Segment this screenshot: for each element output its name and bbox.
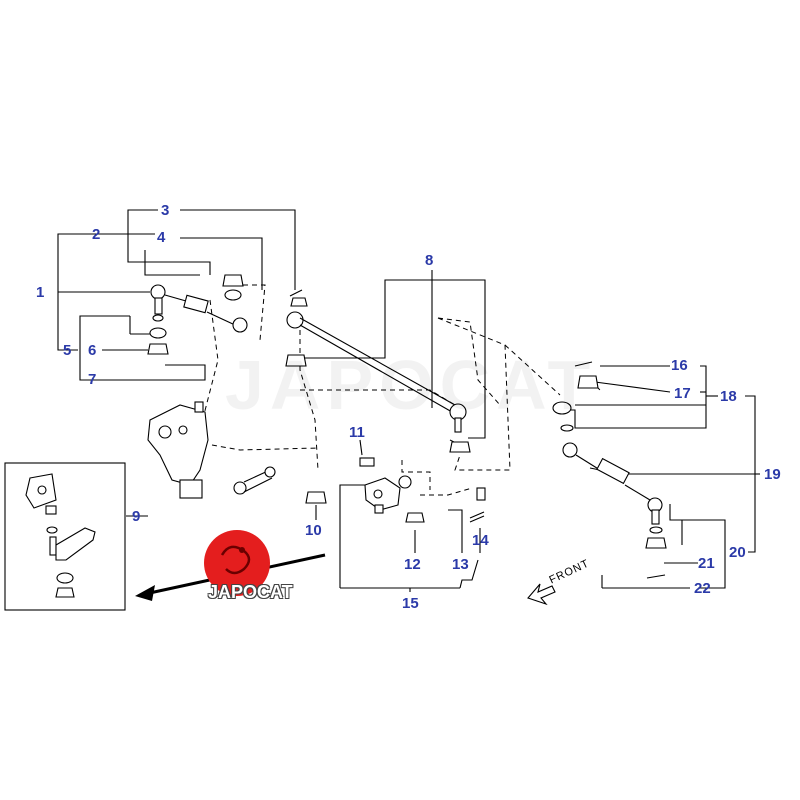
callout-5[interactable]: 5 bbox=[63, 342, 72, 359]
callout-10[interactable]: 10 bbox=[305, 522, 322, 539]
callout-3[interactable]: 3 bbox=[161, 202, 170, 219]
idler-arm-bracket bbox=[359, 457, 486, 523]
watermark: JAPOCAT bbox=[225, 346, 597, 424]
callout-13[interactable]: 13 bbox=[452, 556, 469, 573]
callout-2[interactable]: 2 bbox=[92, 226, 101, 243]
callout-15[interactable]: 15 bbox=[402, 595, 419, 612]
logo-brand-text: JAPOCAT bbox=[208, 582, 293, 602]
callout-8[interactable]: 8 bbox=[425, 252, 434, 269]
dashed-assembly-lines bbox=[199, 284, 601, 496]
callout-17[interactable]: 17 bbox=[674, 385, 691, 402]
callout-19[interactable]: 19 bbox=[764, 466, 781, 483]
callout-20[interactable]: 20 bbox=[729, 544, 746, 561]
callout-11[interactable]: 11 bbox=[349, 424, 365, 441]
japocat-logo bbox=[135, 530, 326, 601]
pitman-arm bbox=[233, 466, 327, 504]
leader-lines bbox=[57, 209, 760, 592]
callout-12[interactable]: 12 bbox=[404, 556, 421, 573]
left-tie-rod-assembly bbox=[147, 274, 303, 355]
callout-1[interactable]: 1 bbox=[36, 284, 45, 301]
steering-gear-box bbox=[147, 401, 209, 499]
callout-22[interactable]: 22 bbox=[694, 580, 711, 597]
callout-6[interactable]: 6 bbox=[88, 342, 97, 359]
center-drag-link bbox=[285, 297, 471, 453]
inset-box-9 bbox=[4, 462, 126, 611]
callout-4[interactable]: 4 bbox=[157, 229, 166, 246]
callout-16[interactable]: 16 bbox=[671, 357, 688, 374]
callout-9[interactable]: 9 bbox=[132, 508, 141, 525]
callout-18[interactable]: 18 bbox=[720, 388, 737, 405]
callout-14[interactable]: 14 bbox=[472, 532, 489, 549]
callout-7[interactable]: 7 bbox=[88, 371, 97, 388]
right-tie-rod-assembly bbox=[552, 361, 667, 579]
front-arrow bbox=[527, 583, 556, 606]
callout-21[interactable]: 21 bbox=[698, 555, 715, 572]
